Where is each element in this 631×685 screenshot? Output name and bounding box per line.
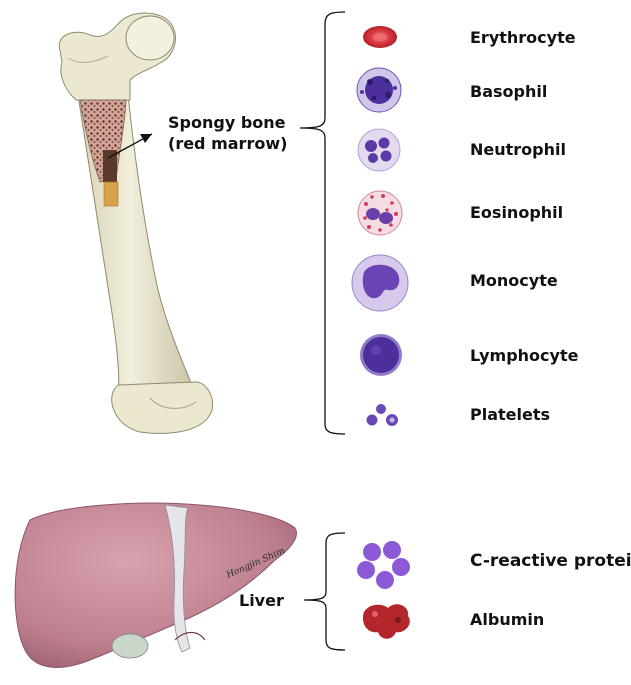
liver-label: Liver (239, 591, 284, 610)
femur-illustration (59, 13, 212, 433)
cell-label-erythrocyte: Erythrocyte (470, 28, 576, 47)
cell-label-monocyte: Monocyte (470, 271, 558, 290)
liver-illustration (15, 503, 296, 667)
product-label-albumin: Albumin (470, 610, 544, 629)
basophil-icon (357, 68, 401, 112)
spongy-bone-label-line2: (red marrow) (168, 134, 287, 153)
product-label-c-reactive-protein: C-reactive protein (470, 551, 631, 571)
cell-label-platelets: Platelets (470, 405, 550, 424)
eosinophil-icon (358, 191, 402, 235)
liver-products-bracket (304, 533, 345, 650)
cell-label-neutrophil: Neutrophil (470, 140, 566, 159)
cell-label-lymphocyte: Lymphocyte (470, 346, 578, 365)
cell-label-eosinophil: Eosinophil (470, 203, 563, 222)
albumin-icon (363, 604, 410, 638)
monocyte-icon (352, 255, 408, 311)
cell-label-basophil: Basophil (470, 82, 547, 101)
blood-cells-bracket (300, 12, 345, 434)
c-reactive-protein-icon (357, 541, 410, 589)
spongy-bone-label-line1: Spongy bone (168, 113, 286, 132)
erythrocyte-icon (363, 26, 397, 48)
neutrophil-icon (358, 129, 400, 171)
lymphocyte-icon (360, 334, 402, 376)
platelets-icon (367, 404, 399, 426)
